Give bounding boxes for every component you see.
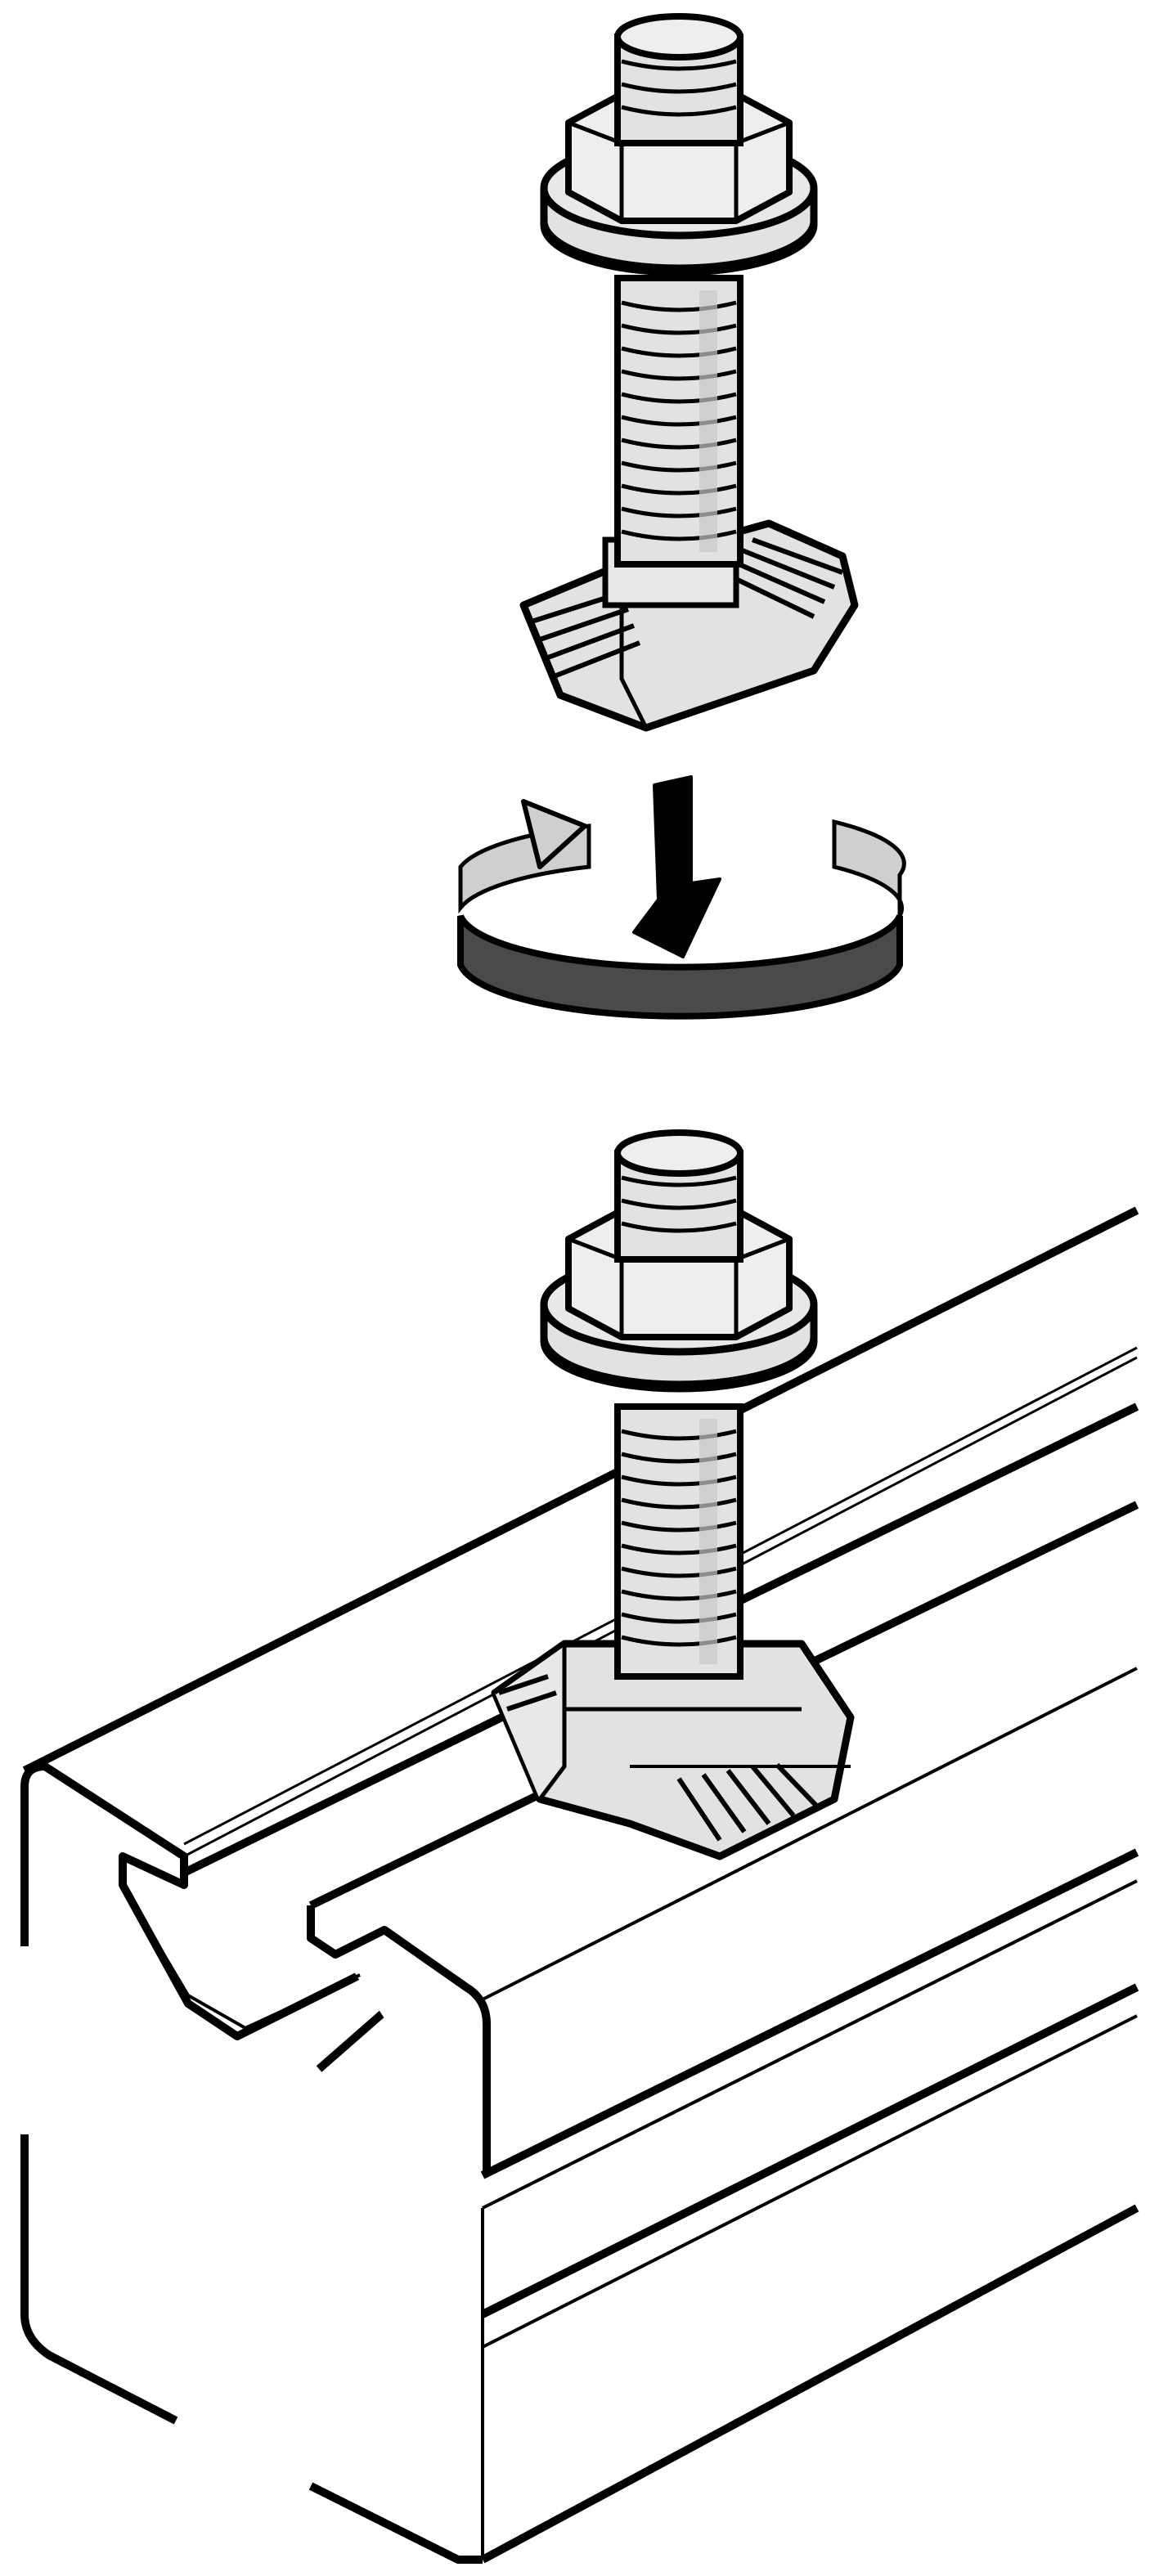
rotate-arrow-icon <box>457 799 906 1020</box>
aluminum-profile <box>20 1206 1139 2564</box>
step-1-t-bolt <box>519 13 859 732</box>
flange-nut <box>540 91 818 276</box>
step-3-profile-assembly <box>20 1129 1139 2564</box>
t-nut-in-slot <box>491 1640 855 1860</box>
down-arrow-icon <box>632 775 721 958</box>
bolt-shaft <box>614 275 743 568</box>
bolt-shaft-inserted <box>614 1403 743 1680</box>
step-2-instruction <box>457 775 906 1020</box>
t-nut-head <box>519 519 859 732</box>
bolt-tip <box>614 13 743 146</box>
bolt-tip-inserted <box>614 1129 743 1263</box>
